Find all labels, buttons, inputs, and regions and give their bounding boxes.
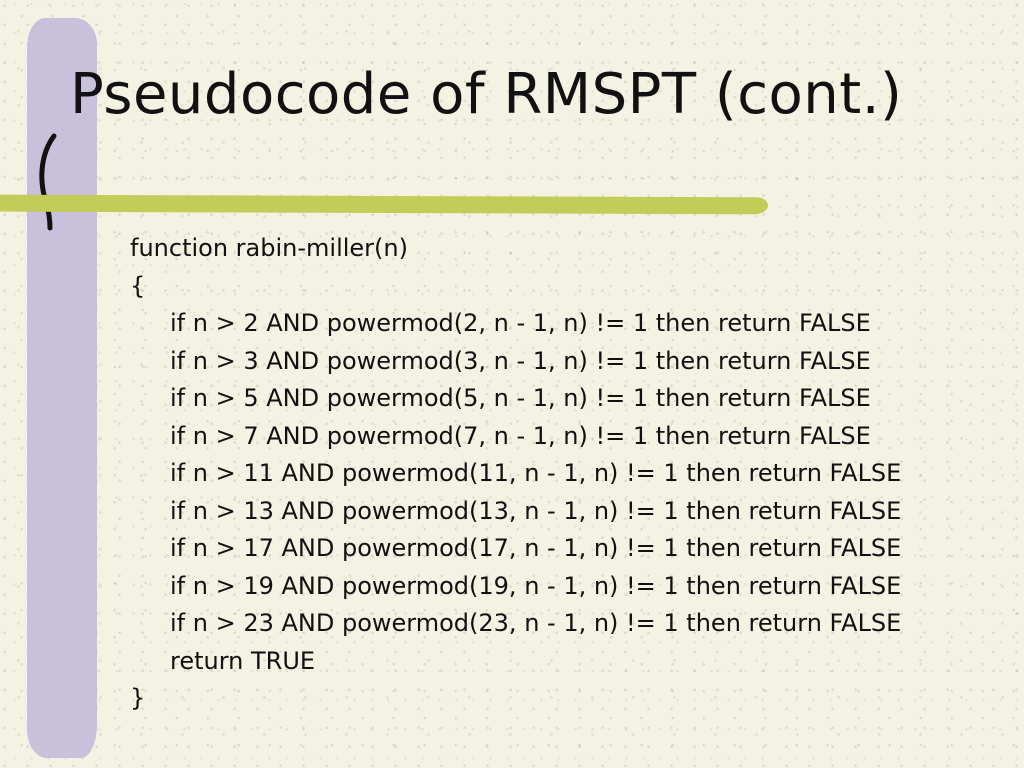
code-line: if n > 19 AND powermod(19, n - 1, n) != … xyxy=(170,571,902,600)
pseudocode-block: function rabin-miller(n) { if n > 2 AND po… xyxy=(130,230,901,718)
green-underline-bar xyxy=(0,194,769,215)
code-line: return TRUE xyxy=(170,646,316,675)
code-line: if n > 5 AND powermod(5, n - 1, n) != 1 … xyxy=(170,384,871,412)
code-line: if n > 2 AND powermod(2, n - 1, n) != 1 … xyxy=(170,309,871,337)
code-line: if n > 13 AND powermod(13, n - 1, n) != … xyxy=(170,496,902,525)
code-line: if n > 3 AND powermod(3, n - 1, n) != 1 … xyxy=(170,346,871,375)
code-line: if n > 17 AND powermod(17, n - 1, n) != … xyxy=(170,534,902,562)
code-line: if n > 23 AND powermod(23, n - 1, n) != … xyxy=(170,609,902,637)
code-line: if n > 11 AND powermod(11, n - 1, n) != … xyxy=(170,459,902,487)
code-line: } xyxy=(130,684,146,712)
lavender-decor-bar xyxy=(27,18,97,758)
slide-title: Pseudocode of RMSPT (cont.) xyxy=(70,62,903,127)
code-line: if n > 7 AND powermod(7, n - 1, n) != 1 … xyxy=(170,421,871,450)
code-line: { xyxy=(130,271,146,300)
code-line: function rabin-miller(n) xyxy=(130,234,408,262)
bracket-decor-icon xyxy=(39,133,57,231)
